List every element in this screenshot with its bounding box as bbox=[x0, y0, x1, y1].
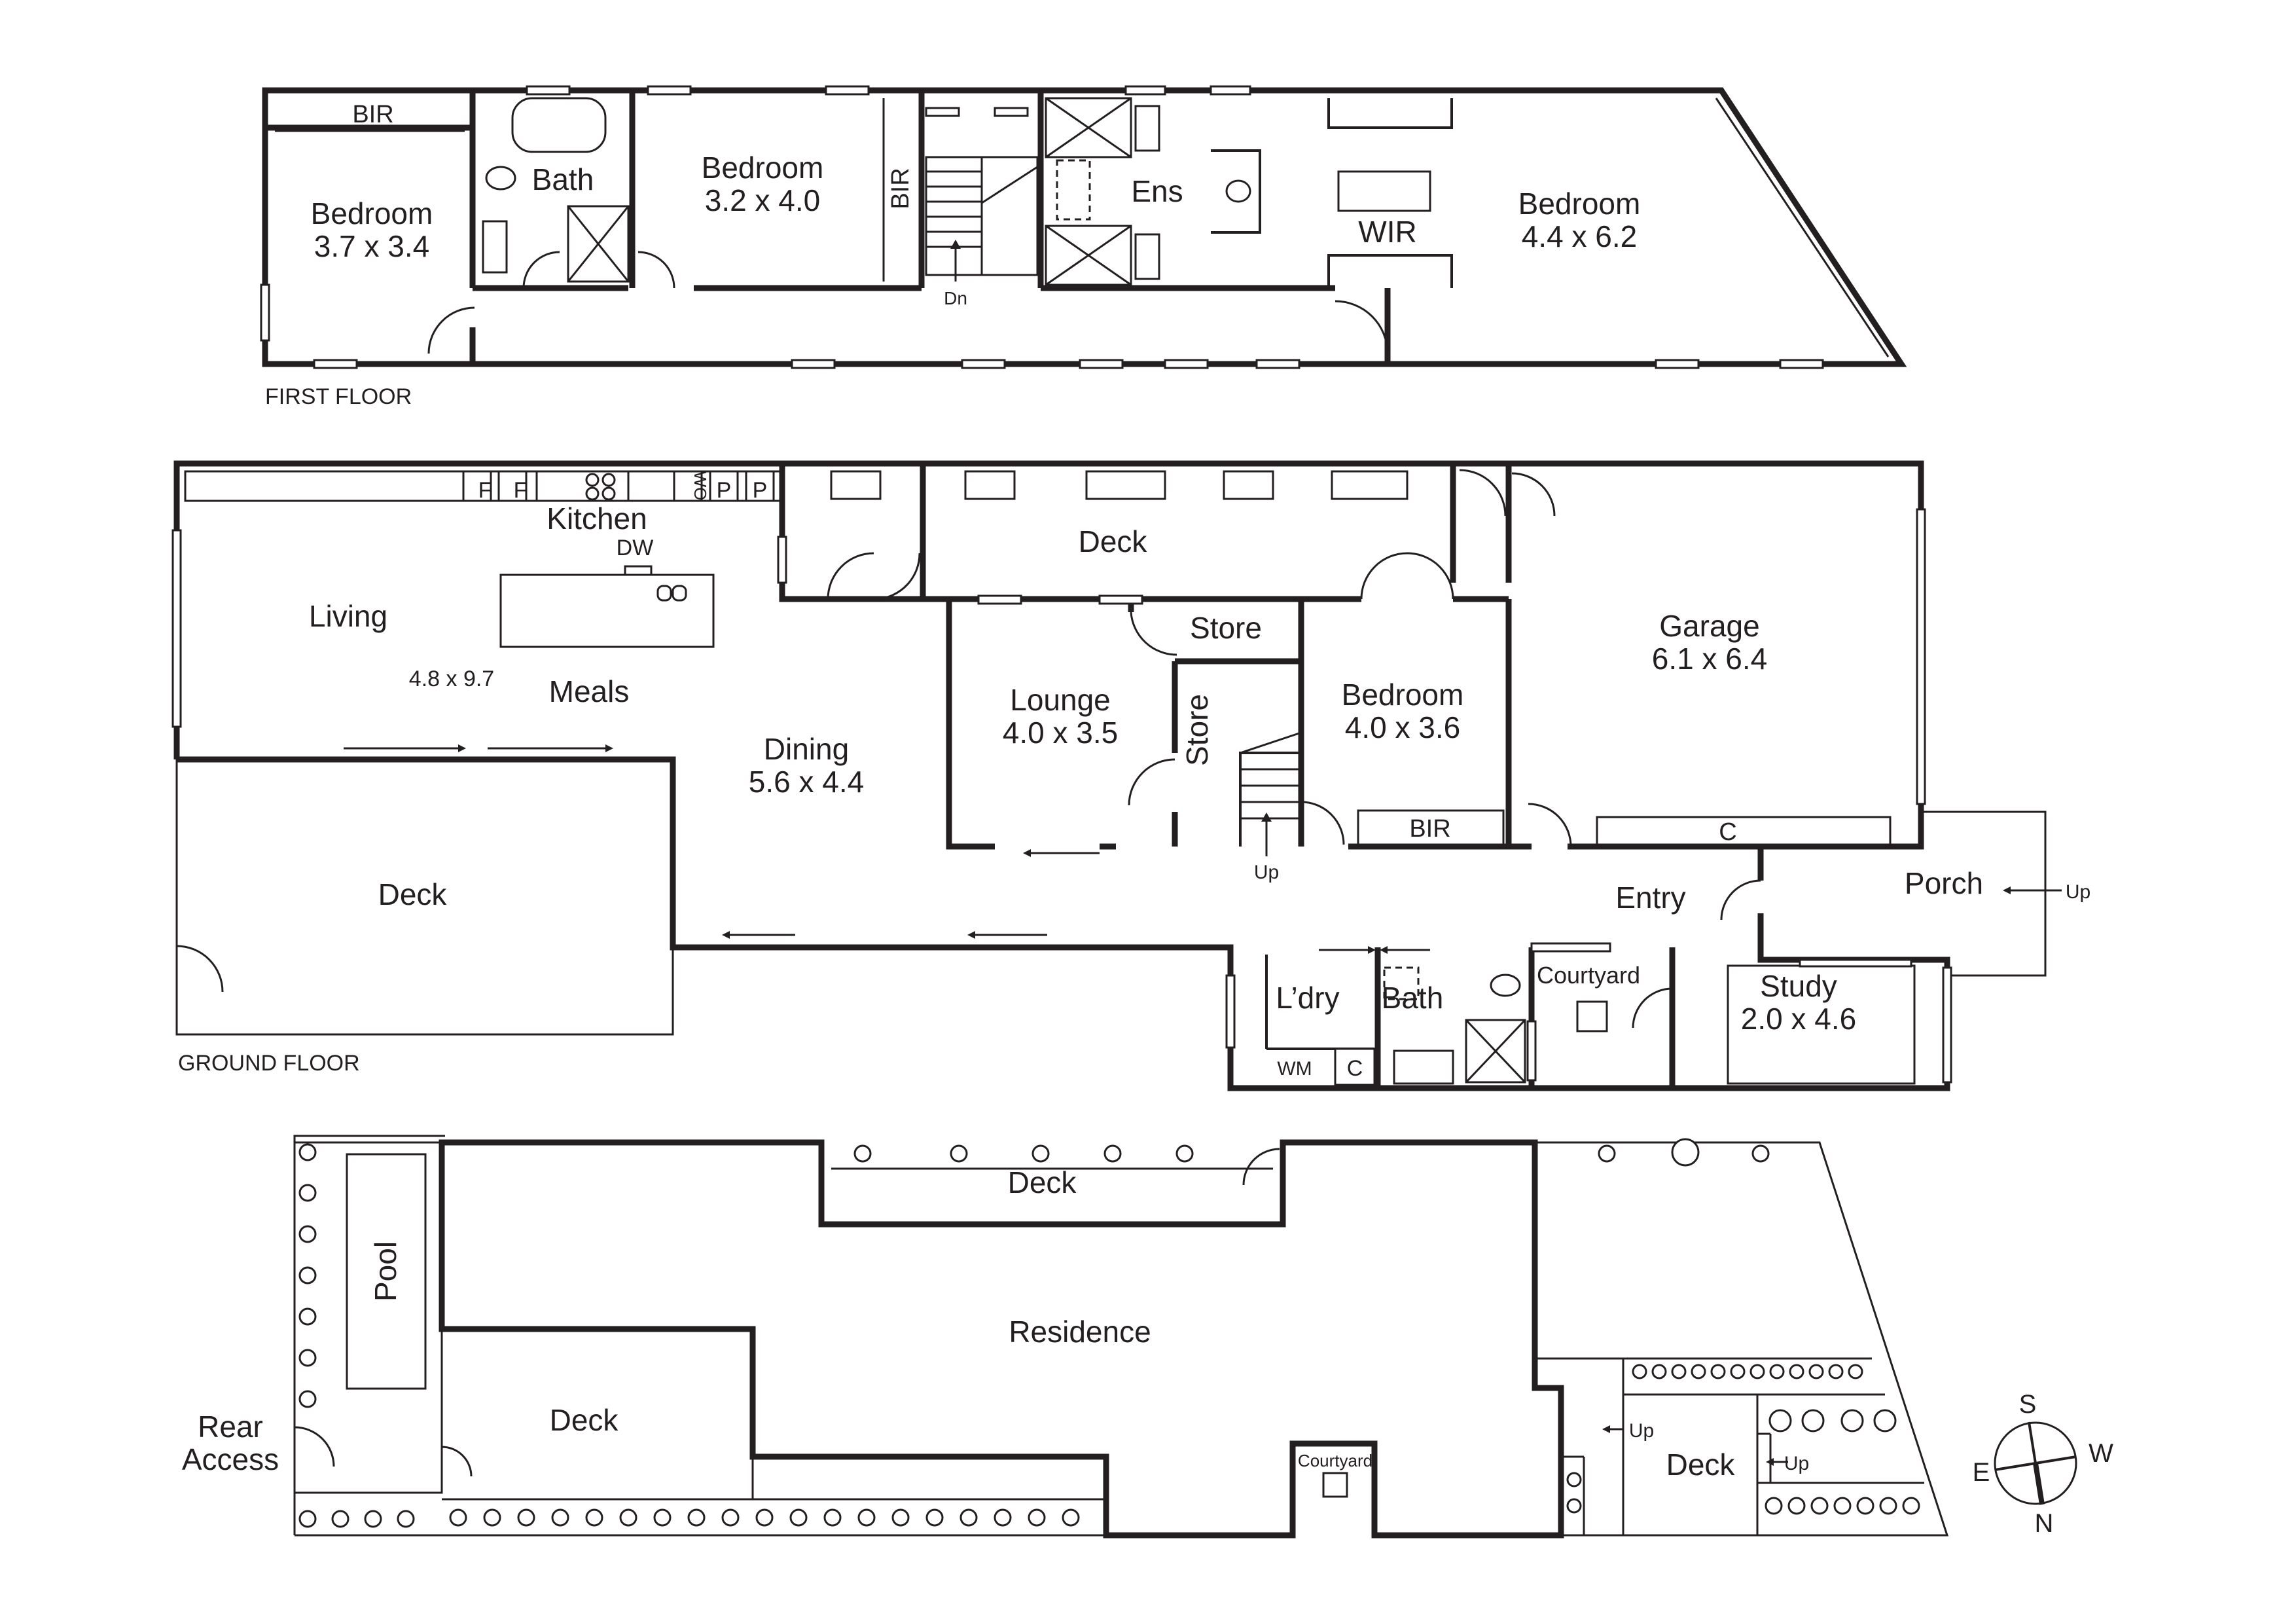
porch-label: Porch bbox=[1905, 866, 1983, 900]
deck-left-site-label: Deck bbox=[550, 1403, 619, 1437]
pool-label: Pool bbox=[368, 1241, 403, 1302]
bedroom-right-size: 4.4 x 6.2 bbox=[1522, 219, 1637, 253]
compass-east: E bbox=[1973, 1458, 1990, 1487]
bath-label: Bath bbox=[532, 162, 594, 196]
appliance-f2: F bbox=[514, 478, 528, 503]
bir-label: BIR bbox=[352, 101, 393, 128]
appliance-f1: F bbox=[478, 478, 492, 503]
wir-label: WIR bbox=[1358, 215, 1416, 249]
kitchen-label: Kitchen bbox=[547, 501, 647, 536]
garage-name: Garage bbox=[1659, 609, 1759, 643]
living-size: 4.8 x 9.7 bbox=[409, 666, 494, 691]
garage-size: 6.1 x 6.4 bbox=[1652, 642, 1767, 676]
first-floor-caption: FIRST FLOOR bbox=[265, 384, 412, 409]
compass-north: N bbox=[2035, 1509, 2054, 1538]
ensuite-label: Ens bbox=[1131, 174, 1183, 208]
residence-label: Residence bbox=[1009, 1315, 1151, 1349]
study-name: Study bbox=[1760, 969, 1837, 1003]
bedroom-right-name: Bedroom bbox=[1518, 187, 1641, 221]
compass: S E W N bbox=[1973, 1390, 2113, 1538]
store-side-label: Store bbox=[1180, 694, 1214, 766]
meals-label: Meals bbox=[549, 674, 630, 708]
laundry-label: L’dry bbox=[1276, 981, 1339, 1015]
bir-side-label: BIR bbox=[887, 168, 914, 209]
bedroom-mid-name: Bedroom bbox=[702, 151, 824, 185]
cupboard-label: C bbox=[1719, 818, 1736, 846]
bedroom-name: Bedroom bbox=[1342, 678, 1464, 712]
deck-top-label: Deck bbox=[1079, 524, 1148, 558]
bedroom-mid-size: 3.2 x 4.0 bbox=[705, 183, 820, 217]
site-plan: Pool Rear Access Deck Residence Deck Cou… bbox=[182, 1135, 1949, 1539]
appliance-wo: WO bbox=[691, 471, 710, 501]
rear-access-line1: Rear bbox=[198, 1410, 263, 1444]
first-floor-plan: BIR Bedroom 3.7 x 3.4 Bath Bedroom 3.2 x… bbox=[260, 85, 1907, 409]
compass-west: W bbox=[2089, 1439, 2113, 1468]
stairs-dn-label: Dn bbox=[944, 288, 967, 308]
bedroom-size: 4.0 x 3.6 bbox=[1345, 710, 1460, 744]
washing-machine-label: WM bbox=[1277, 1058, 1312, 1080]
entry-label: Entry bbox=[1615, 881, 1685, 915]
deck-top-site-label: Deck bbox=[1008, 1165, 1077, 1199]
courtyard-site-label: Courtyard bbox=[1298, 1451, 1372, 1470]
compass-south: S bbox=[2019, 1390, 2037, 1419]
bedroom-left-size: 3.7 x 3.4 bbox=[314, 229, 429, 263]
bath-ground-label: Bath bbox=[1382, 981, 1444, 1015]
dishwasher-label: DW bbox=[617, 536, 654, 560]
study-size: 2.0 x 4.6 bbox=[1741, 1002, 1856, 1036]
deck-left-label: Deck bbox=[378, 877, 448, 911]
bedroom-left-name: Bedroom bbox=[311, 196, 433, 230]
store-top-label: Store bbox=[1190, 611, 1262, 645]
laundry-cupboard-label: C bbox=[1347, 1056, 1363, 1081]
dining-name: Dining bbox=[764, 732, 849, 766]
living-label: Living bbox=[309, 599, 387, 633]
stairs-first-floor bbox=[925, 156, 1039, 282]
planting bbox=[298, 1138, 1920, 1528]
ground-floor-caption: GROUND FLOOR bbox=[178, 1051, 360, 1076]
appliance-p1: P bbox=[717, 478, 732, 503]
deck-right-site-label: Deck bbox=[1666, 1448, 1736, 1482]
rear-access-line2: Access bbox=[182, 1442, 279, 1476]
ground-floor-plan: F F WO P P Kitchen DW Living 4.8 x 9.7 M… bbox=[171, 460, 2090, 1091]
lounge-name: Lounge bbox=[1010, 683, 1111, 717]
porch-up-label: Up bbox=[2066, 881, 2090, 903]
lounge-size: 4.0 x 3.5 bbox=[1003, 716, 1118, 750]
stairs-up-label: Up bbox=[1254, 862, 1279, 883]
dining-size: 5.6 x 4.4 bbox=[749, 765, 864, 799]
stairs-ground-floor bbox=[1239, 732, 1300, 856]
up-label-2: Up bbox=[1784, 1453, 1809, 1474]
bir-label-ground: BIR bbox=[1409, 815, 1450, 843]
courtyard-label: Courtyard bbox=[1537, 962, 1640, 989]
up-label-1: Up bbox=[1629, 1420, 1654, 1442]
appliance-p2: P bbox=[753, 478, 768, 503]
